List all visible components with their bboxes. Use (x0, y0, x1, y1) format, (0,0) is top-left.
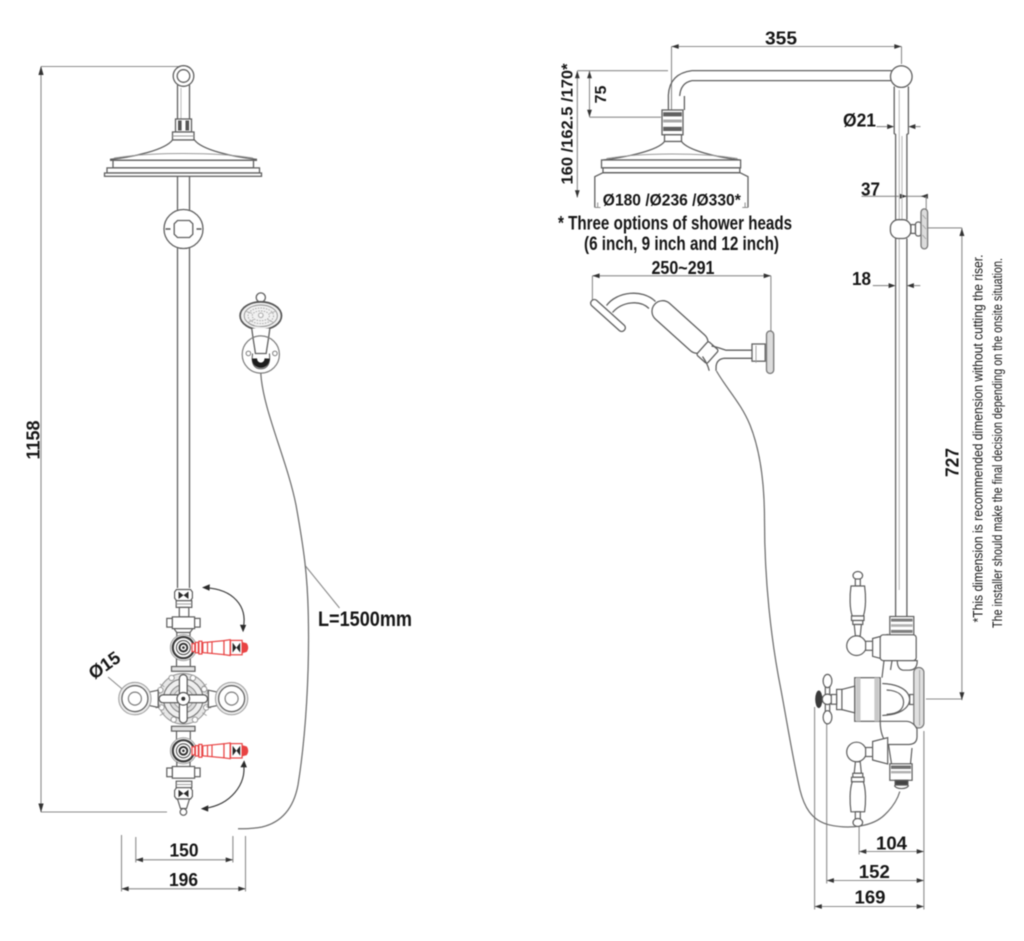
svg-text:250~291: 250~291 (652, 258, 715, 278)
svg-text:Ø180 /Ø236 /Ø330*: Ø180 /Ø236 /Ø330* (603, 191, 741, 210)
svg-text:1158: 1158 (24, 420, 44, 459)
svg-text:196: 196 (169, 870, 198, 890)
svg-text:*This dimension is recommended: *This dimension is recommended dimension… (971, 255, 986, 623)
svg-text:18: 18 (852, 269, 871, 289)
svg-text:727: 727 (943, 448, 963, 477)
svg-text:160 /162.5 /170*: 160 /162.5 /170* (560, 63, 577, 185)
svg-text:Ø21: Ø21 (843, 111, 876, 131)
svg-text:37: 37 (861, 180, 880, 200)
svg-text:* Three options of shower head: * Three options of shower heads (558, 214, 792, 235)
svg-text:75: 75 (593, 85, 610, 103)
svg-text:355: 355 (765, 29, 797, 49)
svg-text:104: 104 (876, 834, 907, 854)
svg-text:Ø15: Ø15 (85, 647, 124, 683)
svg-text:The installer should make the: The installer should make the final deci… (990, 258, 1005, 628)
svg-text:152: 152 (859, 862, 890, 882)
svg-text:169: 169 (855, 888, 886, 908)
svg-text:L=1500mm: L=1500mm (318, 608, 412, 631)
svg-text:(6 inch, 9 inch and 12 inch): (6 inch, 9 inch and 12 inch) (584, 234, 779, 255)
svg-text:150: 150 (170, 841, 199, 861)
